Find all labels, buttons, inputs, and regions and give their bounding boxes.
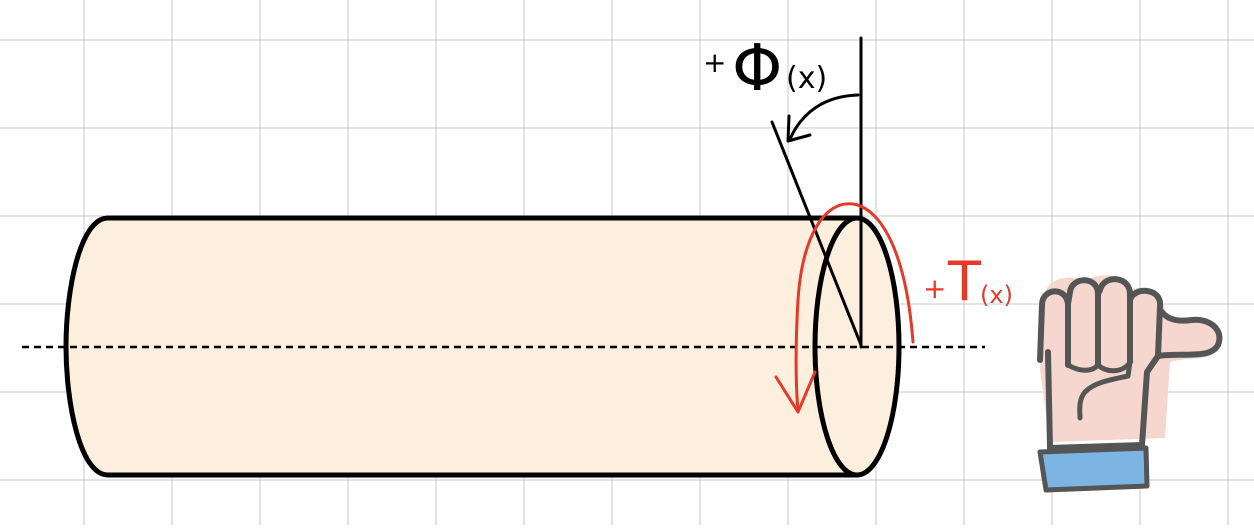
angle-argument: (x) (786, 61, 827, 96)
torque-label: + T (x) (923, 250, 1013, 313)
angle-symbol: Φ (732, 32, 782, 106)
torque-sign: + (923, 272, 946, 305)
angle-arrow (786, 93, 860, 143)
cylinder-left-outline (63, 215, 111, 478)
thumbs-up-hand-icon (1037, 275, 1223, 493)
torque-arrow (774, 202, 915, 414)
angle-sign: + (703, 46, 726, 79)
angle-label: + Φ (x) (703, 32, 827, 106)
torque-symbol: T (947, 250, 982, 313)
rotated-radius-line (770, 120, 863, 347)
sleeve-cuff (1037, 445, 1150, 493)
torque-argument: (x) (980, 281, 1013, 309)
